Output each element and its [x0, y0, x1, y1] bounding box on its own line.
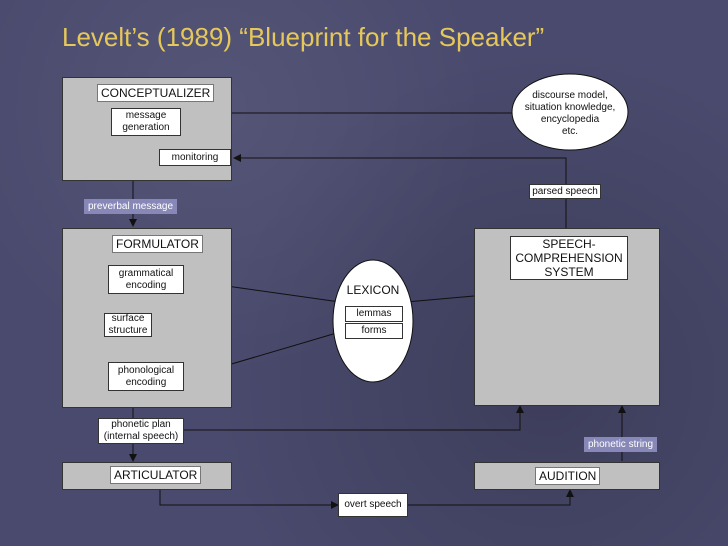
formulator-label: FORMULATOR [112, 235, 203, 253]
lemmas-box: lemmas [345, 306, 403, 322]
parsed-speech-label: parsed speech [529, 184, 601, 199]
monitoring-box: monitoring [159, 149, 231, 166]
conceptualizer-label: CONCEPTUALIZER [97, 84, 215, 102]
arrow-parsed-speech-to-monitoring [233, 154, 567, 228]
arrow-articulator-to-overt-speech [159, 490, 339, 509]
page-title: Levelt’s (1989) “Blueprint for the Speak… [62, 22, 545, 52]
overt-speech-box: overt speech [338, 493, 408, 517]
preverbal-message-tag: preverbal message [84, 199, 178, 214]
speech-comprehension-label: SPEECH- COMPREHENSION SYSTEM [510, 236, 628, 280]
phonetic-string-tag: phonetic string [584, 437, 658, 452]
phonological-encoding-box: phonological encoding [108, 362, 184, 391]
message-generation-box: message generation [111, 108, 181, 136]
grammatical-encoding-box: grammatical encoding [108, 265, 184, 294]
audition-label: AUDITION [535, 467, 601, 485]
articulator-label: ARTICULATOR [110, 466, 202, 484]
discourse-ellipse [511, 73, 629, 151]
lexicon-label: LEXICON [346, 283, 400, 297]
arrow-phonetic-plan-to-comprehension [184, 405, 524, 431]
phonetic-plan-label: phonetic plan (internal speech) [98, 418, 184, 444]
arrow-overt-speech-to-audition [408, 489, 574, 506]
discourse-text: discourse model, situation knowledge, en… [524, 90, 616, 137]
link-lexicon-comprehension [405, 295, 475, 303]
surface-structure-label: surface structure [104, 313, 152, 337]
forms-box: forms [345, 323, 403, 339]
